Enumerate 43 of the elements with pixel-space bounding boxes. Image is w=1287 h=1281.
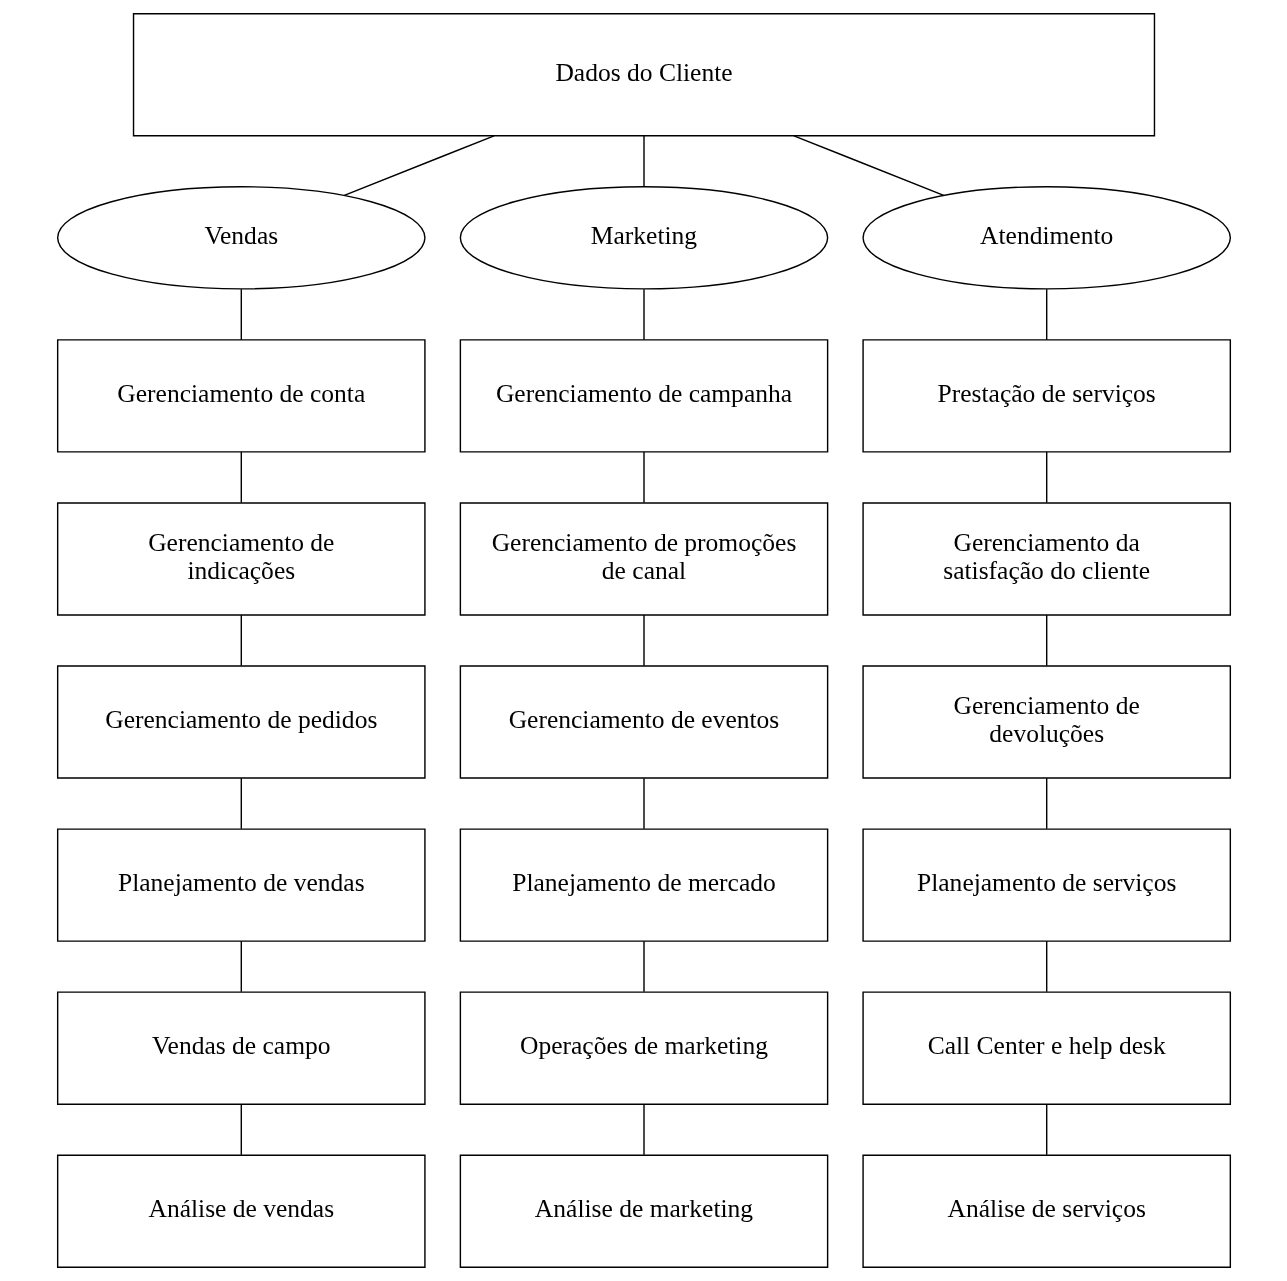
node-box: Prestação de serviços bbox=[861, 339, 1231, 453]
node-box: Vendas de campo bbox=[56, 991, 426, 1105]
node-box: Análise de marketing bbox=[459, 1154, 828, 1268]
node-ellipse: Vendas bbox=[56, 186, 426, 290]
connector bbox=[240, 940, 242, 993]
connector bbox=[642, 451, 645, 504]
connector bbox=[1045, 1103, 1047, 1156]
connector bbox=[240, 1103, 242, 1156]
node-box: Gerenciamento de conta bbox=[56, 339, 426, 453]
connector bbox=[792, 135, 944, 197]
connector bbox=[240, 614, 242, 667]
node-box: Operações de marketing bbox=[459, 991, 828, 1105]
connector bbox=[1045, 288, 1047, 341]
node-box: Análise de vendas bbox=[56, 1154, 426, 1268]
connector bbox=[1045, 940, 1047, 993]
connector bbox=[240, 451, 242, 504]
connector bbox=[642, 288, 645, 341]
node-box: Análise de serviços bbox=[861, 1154, 1231, 1268]
node-box: Gerenciamento da satisfação do cliente bbox=[861, 502, 1231, 616]
node-box: Gerenciamento de eventos bbox=[459, 665, 828, 779]
connector bbox=[240, 777, 242, 830]
connector bbox=[642, 940, 645, 993]
connector bbox=[1045, 451, 1047, 504]
connector bbox=[343, 135, 495, 197]
connector bbox=[642, 614, 645, 667]
node-box: Planejamento de vendas bbox=[56, 828, 426, 942]
connector bbox=[642, 1103, 645, 1156]
node-ellipse: Marketing bbox=[459, 186, 828, 290]
node-box: Dados do Cliente bbox=[132, 13, 1155, 137]
node-box: Gerenciamento de devoluções bbox=[861, 665, 1231, 779]
node-box: Call Center e help desk bbox=[861, 991, 1231, 1105]
connector bbox=[1045, 777, 1047, 830]
node-box: Gerenciamento de indicações bbox=[56, 502, 426, 616]
node-box: Gerenciamento de campanha bbox=[459, 339, 828, 453]
node-ellipse: Atendimento bbox=[861, 186, 1231, 290]
connector bbox=[1045, 614, 1047, 667]
node-box: Planejamento de serviços bbox=[861, 828, 1231, 942]
connector bbox=[642, 777, 645, 830]
connector bbox=[642, 135, 645, 188]
node-box: Gerenciamento de pedidos bbox=[56, 665, 426, 779]
node-box: Planejamento de mercado bbox=[459, 828, 828, 942]
connector bbox=[240, 288, 242, 341]
node-box: Gerenciamento de promoções de canal bbox=[459, 502, 828, 616]
